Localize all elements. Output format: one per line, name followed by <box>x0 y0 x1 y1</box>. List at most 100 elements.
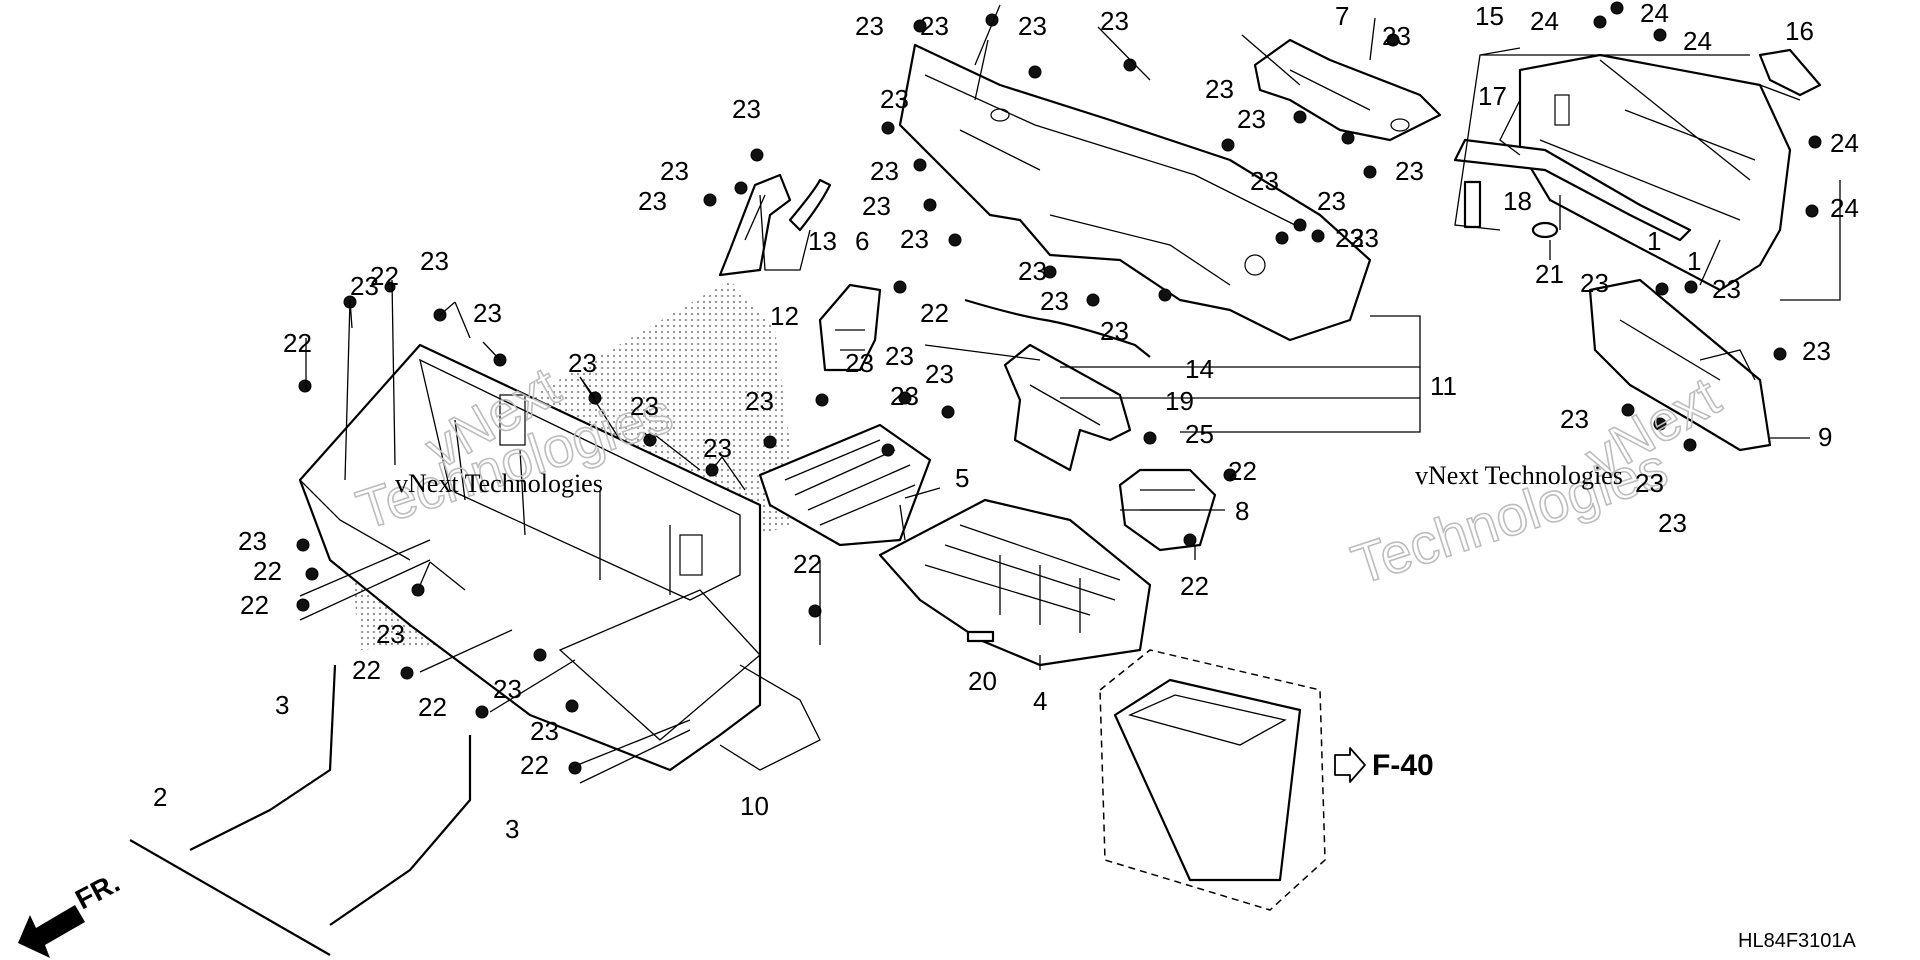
callout-9: 9 <box>1818 422 1832 452</box>
f40-storage-box[interactable] <box>1099 649 1326 911</box>
callout-23: 23 <box>1018 256 1047 286</box>
callout-17: 17 <box>1478 81 1507 111</box>
part-7-bracket[interactable] <box>1253 38 1442 142</box>
callout-23: 23 <box>1658 508 1687 538</box>
callout-22: 22 <box>520 750 549 780</box>
callout-12: 12 <box>770 301 799 331</box>
callout-23: 23 <box>1317 186 1346 216</box>
callout-23: 23 <box>870 156 899 186</box>
diagram-code: HL84F3101A <box>1738 930 1857 952</box>
callout-24: 24 <box>1830 128 1859 158</box>
front-label: FR. <box>70 867 124 916</box>
leader-lines <box>299 4 1841 784</box>
callout-2: 2 <box>153 782 167 812</box>
callout-21: 21 <box>1535 259 1564 289</box>
svg-text:vNext Technologies: vNext Technologies <box>1415 461 1623 490</box>
callout-23: 23 <box>1237 104 1266 134</box>
callout-23: 23 <box>1395 156 1424 186</box>
part-4-floor-cover[interactable] <box>878 498 1152 667</box>
part-11-dash-panel[interactable] <box>898 43 1372 342</box>
callout-23: 23 <box>920 11 949 41</box>
callout-22: 22 <box>793 549 822 579</box>
part-12-bracket[interactable] <box>718 173 792 277</box>
callout-7: 7 <box>1335 1 1349 31</box>
callout-16: 16 <box>1785 16 1814 46</box>
callout-23: 23 <box>630 391 659 421</box>
callout-23: 23 <box>473 298 502 328</box>
front-arrow: FR. <box>18 867 125 958</box>
part-6-bracket[interactable] <box>818 283 882 372</box>
part-14-rod[interactable] <box>964 298 1151 358</box>
callout-23: 23 <box>1350 223 1379 253</box>
callout-10: 10 <box>740 791 769 821</box>
callout-23: 23 <box>376 619 405 649</box>
ref-f40[interactable]: F-40 <box>1334 747 1434 783</box>
callout-13: 13 <box>808 226 837 256</box>
callout-23: 23 <box>1580 268 1609 298</box>
callout-22: 22 <box>283 328 312 358</box>
part-10-rear-tray[interactable] <box>298 343 821 772</box>
part-3-rod-lower[interactable] <box>329 735 472 926</box>
callout-23: 23 <box>1382 21 1411 51</box>
callout-1: 1 <box>1687 246 1701 276</box>
part-19-shield[interactable] <box>1003 343 1132 472</box>
callout-23: 23 <box>1712 274 1741 304</box>
part-21-grommet[interactable] <box>1531 221 1559 239</box>
callout-23: 23 <box>350 271 379 301</box>
callout-24: 24 <box>1530 6 1559 36</box>
callout-23: 23 <box>885 341 914 371</box>
part-3-rod-upper[interactable] <box>189 664 337 851</box>
callout-24: 24 <box>1683 26 1712 56</box>
callout-23: 23 <box>900 224 929 254</box>
callout-23: 23 <box>1560 404 1589 434</box>
callout-23: 23 <box>1802 336 1831 366</box>
callout-23: 23 <box>420 246 449 276</box>
callout-18: 18 <box>1503 186 1532 216</box>
part-9-bracket[interactable] <box>1588 278 1772 452</box>
callout-22: 22 <box>920 298 949 328</box>
callout-3: 3 <box>505 814 519 844</box>
callout-14: 14 <box>1185 354 1214 384</box>
callout-25: 25 <box>1185 419 1214 449</box>
callout-23: 23 <box>862 191 891 221</box>
callout-23: 23 <box>568 348 597 378</box>
callout-22: 22 <box>253 556 282 586</box>
callout-23: 23 <box>890 381 919 411</box>
callout-22: 22 <box>1228 456 1257 486</box>
callout-22: 22 <box>352 655 381 685</box>
callout-23: 23 <box>855 11 884 41</box>
callout-22: 22 <box>1180 571 1209 601</box>
callout-23: 23 <box>493 674 522 704</box>
callout-23: 23 <box>1018 11 1047 41</box>
part-18-pad[interactable] <box>1463 180 1482 229</box>
callout-23: 23 <box>845 348 874 378</box>
callout-23: 23 <box>1205 74 1234 104</box>
callout-24: 24 <box>1830 193 1859 223</box>
part-15-box-assembly[interactable] <box>1518 53 1792 292</box>
part-2-line[interactable] <box>129 839 331 956</box>
callout-23: 23 <box>1100 6 1129 36</box>
part-16-cover[interactable] <box>1758 48 1822 97</box>
callout-23: 23 <box>732 94 761 124</box>
part-13-bracket[interactable] <box>788 178 832 232</box>
callout-3: 3 <box>275 690 289 720</box>
part-17-strip[interactable] <box>1453 138 1692 242</box>
callout-22: 22 <box>370 261 399 291</box>
callout-23: 23 <box>1335 223 1364 253</box>
callouts: 23 23 23 23 23 23 23 23 23 23 23 23 23 2… <box>153 0 1859 844</box>
callout-23: 23 <box>238 526 267 556</box>
callout-4: 4 <box>1033 686 1047 716</box>
callout-1: 1 <box>1647 226 1661 256</box>
callout-23: 23 <box>530 716 559 746</box>
part-20-clip[interactable] <box>966 630 995 643</box>
callout-23: 23 <box>660 156 689 186</box>
callout-22: 22 <box>418 692 447 722</box>
callout-22: 22 <box>240 590 269 620</box>
fasteners <box>296 1 1822 775</box>
callout-23: 23 <box>1635 468 1664 498</box>
callout-6: 6 <box>855 226 869 256</box>
callout-20: 20 <box>968 666 997 696</box>
callout-23: 23 <box>880 84 909 114</box>
callout-23: 23 <box>1040 286 1069 316</box>
